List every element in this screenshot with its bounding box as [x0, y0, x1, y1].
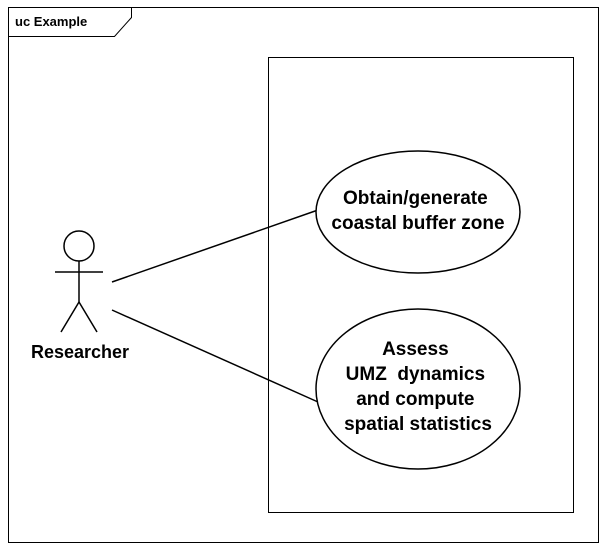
- actor-label: Researcher: [31, 342, 129, 362]
- actor-left-leg: [60, 301, 80, 333]
- association-line-uc2: [111, 309, 319, 403]
- use-case-2-line-3: and compute: [356, 389, 474, 410]
- actor-head: [63, 230, 95, 262]
- actor-figure: [55, 230, 103, 333]
- frame-name-tab: [8, 7, 132, 37]
- frame-title: uc Example: [15, 14, 87, 29]
- use-case-1-line-1: Obtain/generate: [343, 188, 488, 209]
- use-case-1-label: Obtain/generate coastal buffer zone: [331, 188, 504, 234]
- use-case-2-line-2: UMZ dynamics: [346, 364, 485, 385]
- use-case-1-line-2: coastal buffer zone: [331, 213, 504, 234]
- use-case-2-line-4: spatial statistics: [344, 414, 492, 435]
- use-case-2-line-1: Assess: [382, 339, 449, 360]
- use-case-2-label: Assess UMZ dynamics and compute spatial …: [344, 339, 492, 435]
- use-case-assess-umz-dynamics: [315, 308, 521, 470]
- association-line-uc1: [111, 209, 319, 283]
- actor-right-leg: [78, 301, 98, 333]
- use-case-obtain-buffer-zone: [315, 150, 521, 274]
